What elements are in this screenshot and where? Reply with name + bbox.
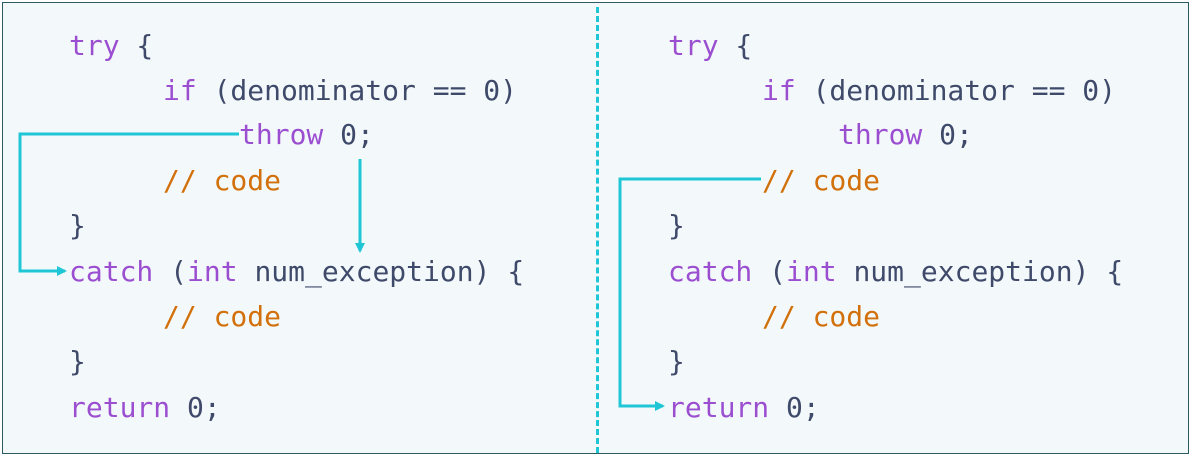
code-token: if xyxy=(163,74,197,107)
left-panel-try-line: try { xyxy=(69,29,153,63)
code-token: try xyxy=(69,29,120,62)
code-token: throw xyxy=(239,118,324,151)
right-panel-if-line: if (denominator == 0) xyxy=(762,74,1116,108)
code-token: (denominator == 0) xyxy=(196,74,518,107)
right-panel-close-brace-line: } xyxy=(668,209,685,243)
code-token: ( xyxy=(153,255,188,288)
code-token: // code xyxy=(163,164,282,197)
left-panel-catch-comment-line: // code xyxy=(163,300,281,334)
right-panel-catch-line: catch (int num_exception) { xyxy=(668,255,1123,289)
code-to-return-arrow xyxy=(618,177,761,411)
code-token: int xyxy=(187,255,238,288)
code-token: catch xyxy=(668,255,753,288)
code-token: try xyxy=(668,29,719,62)
left-panel-catch-close-line: } xyxy=(69,345,86,379)
code-token: 0; xyxy=(922,118,973,151)
code-token: 0; xyxy=(323,118,374,151)
left-panel-throw-line: throw 0; xyxy=(239,118,374,152)
code-token: } xyxy=(668,345,685,378)
flow-arrows xyxy=(18,132,761,411)
code-token: // code xyxy=(163,300,282,333)
code-token: // code xyxy=(762,164,881,197)
right-panel-throw-line: throw 0; xyxy=(838,118,973,152)
code-token: int xyxy=(786,255,837,288)
code-token: 0; xyxy=(769,391,820,424)
code-token: { xyxy=(119,29,154,62)
right-panel-catch-close-line: } xyxy=(668,345,685,379)
code-token: return xyxy=(668,391,770,424)
left-panel-catch-line: catch (int num_exception) { xyxy=(69,255,524,289)
right-panel-try-line: try { xyxy=(668,29,752,63)
code-token: ( xyxy=(752,255,787,288)
code-token: { xyxy=(718,29,753,62)
throw-to-catch-arrow xyxy=(18,132,239,276)
left-panel-comment-line: // code xyxy=(163,164,281,198)
code-token: } xyxy=(69,345,86,378)
code-token: 0; xyxy=(170,391,221,424)
code-token: catch xyxy=(69,255,154,288)
left-panel-close-brace-line: } xyxy=(69,209,86,243)
code-token: throw xyxy=(838,118,923,151)
code-token: return xyxy=(69,391,171,424)
dashed-divider xyxy=(596,7,599,453)
right-panel-catch-comment-line: // code xyxy=(762,300,880,334)
right-panel-comment-line: // code xyxy=(762,164,880,198)
code-token: (denominator == 0) xyxy=(795,74,1117,107)
code-token: // code xyxy=(762,300,881,333)
code-token: if xyxy=(762,74,796,107)
right-panel-return-line: return 0; xyxy=(668,391,820,425)
code-token: num_exception) { xyxy=(237,255,525,288)
code-token: } xyxy=(69,209,86,242)
code-token: } xyxy=(668,209,685,242)
left-panel-if-line: if (denominator == 0) xyxy=(163,74,517,108)
left-panel-return-line: return 0; xyxy=(69,391,221,425)
code-token: num_exception) { xyxy=(836,255,1124,288)
